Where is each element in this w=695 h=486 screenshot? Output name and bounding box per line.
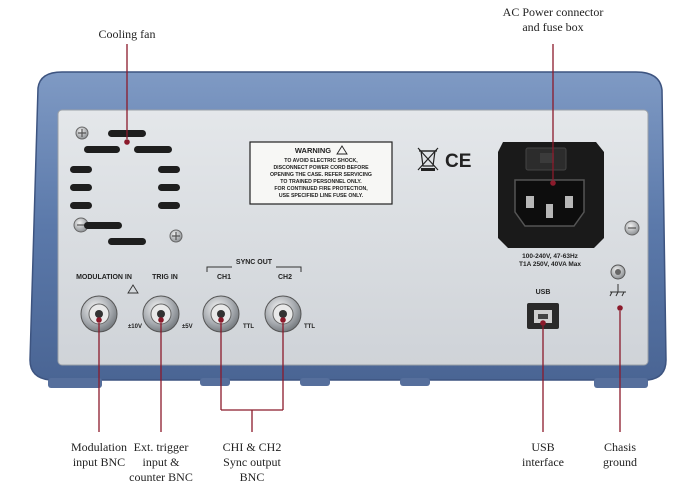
caution-triangle-icon [127,284,139,294]
warning-line: USE SPECIFIED LINE FUSE ONLY. [279,193,364,199]
ac-power-module [498,142,604,248]
callout-usb: USB interface [522,440,564,469]
warning-title: WARNING [295,146,331,155]
power-rating-line-2: T1A 250V, 40VA Max [519,261,581,268]
ch2-label: CH2 [278,274,292,281]
warning-label: WARNING TO AVOID ELECTRIC SHOCK, DISCONN… [249,141,393,205]
callout-lines [96,44,623,432]
iec-inlet-socket [514,179,585,227]
mod-voltage-label: ±10V [128,324,142,330]
callout-trigger: Ext. trigger input & counter BNC [129,440,193,484]
warning-line: FOR CONTINUED FIRE PROTECTION, [274,186,368,192]
trigger-bnc-connector [142,295,180,333]
cooling-fan-vents [70,130,180,245]
weee-bin-icon [417,147,439,171]
warning-line: TO AVOID ELECTRIC SHOCK, [284,158,358,164]
warning-line: OPENING THE CASE. REFER SERVICING [270,172,372,178]
warning-triangle-icon [336,145,348,155]
trig-in-label: TRIG IN [152,274,178,281]
callout-modulation: Modulation input BNC [71,440,127,469]
ch1-label: CH1 [217,274,231,281]
callout-cooling-fan: Cooling fan [98,27,156,41]
ground-symbol-icon [609,284,626,297]
ch1-ttl-label: TTL [243,324,254,330]
usb-panel-label: USB [536,289,551,296]
callout-ac-power: AC Power connector and fuse box [502,5,604,34]
warning-line: TO TRAINED PERSONNEL ONLY. [280,179,362,185]
chassis-ground-terminal [609,264,626,297]
panel-screws [73,126,640,243]
power-rating-line-1: 100-240V, 47-63Hz [522,253,579,260]
usb-b-port [527,303,559,329]
ce-mark: CE [445,151,471,172]
modulation-bnc-connector [80,295,118,333]
sync-out-bracket [206,266,302,272]
foot-right [594,378,648,388]
warning-line: DISCONNECT POWER CORD BEFORE [273,165,369,171]
ch2-ttl-label: TTL [304,324,315,330]
callout-ground: Chasis ground [603,440,637,469]
trig-voltage-label: ±5V [182,324,193,330]
foot-left [48,378,102,388]
callout-sync: CHI & CH2 Sync output BNC [222,440,282,484]
modulation-in-label: MODULATION IN [76,274,132,281]
sync-out-label: SYNC OUT [236,259,273,266]
